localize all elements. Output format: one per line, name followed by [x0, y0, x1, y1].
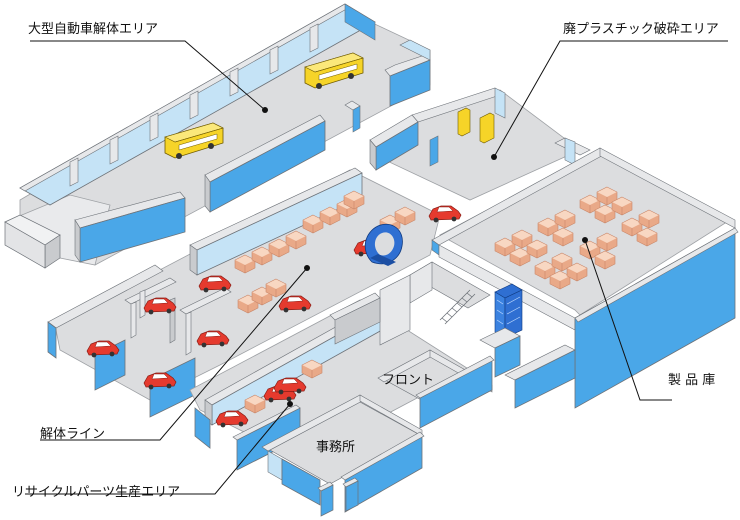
label-dismantle-area: 大型自動車解体エリア [28, 22, 159, 37]
label-plastic-area: 廃プラスチック破砕エリア [563, 22, 719, 37]
recycle-parts-area [189, 274, 576, 471]
label-warehouse: 製 品 庫 [668, 373, 716, 388]
stairwell [409, 261, 523, 339]
label-recycle-parts-area: リサイクルパーツ生産エリア [12, 485, 181, 500]
front-office-block [261, 349, 495, 517]
leader-lines [25, 40, 728, 495]
plastic-area [369, 87, 591, 201]
label-office: 事務所 [316, 440, 356, 455]
warehouse [431, 147, 739, 409]
dismantle-wing [4, 3, 431, 269]
label-dismantle-line: 解体ライン [40, 427, 106, 442]
label-front: フロント [382, 373, 435, 388]
lift-tower [494, 283, 523, 339]
scanning-machine [364, 223, 403, 266]
